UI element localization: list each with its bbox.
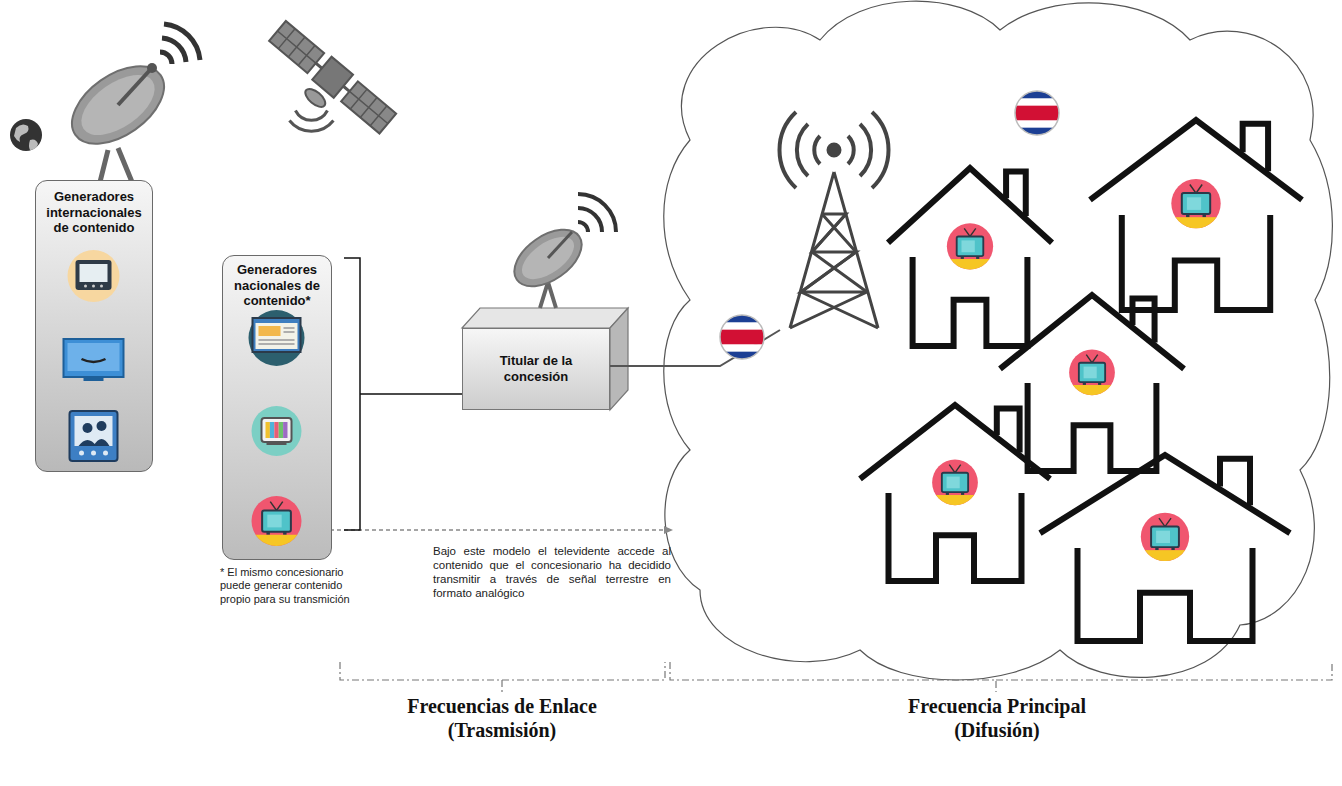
source-group-box: Generadores nacionales de contenido* [222,255,332,560]
concession-box: Titular de la concesión [462,328,610,410]
source-group-box: Generadores internacionales de contenido [35,180,153,472]
note-text: Bajo este modelo el televidente accede a… [433,544,671,600]
feed-line [610,330,780,366]
range-brace [340,662,665,692]
globe-icon [10,119,42,151]
range-label: Frecuencias de Enlace (Trasmisión) [377,694,627,742]
satellite-icon [233,19,397,176]
bracket-connector [344,258,462,530]
range-brace [670,662,1332,692]
satellite-dish [58,24,200,182]
footnote: * El mismo concesionario puede generar c… [220,566,356,606]
houses [860,120,1302,641]
costa-rica-flags [720,91,1059,360]
transmission-tower [779,112,888,328]
box-heading: Generadores internacionales de contenido [40,189,148,236]
concession-box-faces [462,194,628,410]
box-heading: Generadores nacionales de contenido* [227,262,327,309]
box-heading: Titular de la concesión [471,353,601,384]
coverage-cloud [664,1,1333,680]
range-label: Frecuencia Principal (Difusión) [877,694,1117,742]
